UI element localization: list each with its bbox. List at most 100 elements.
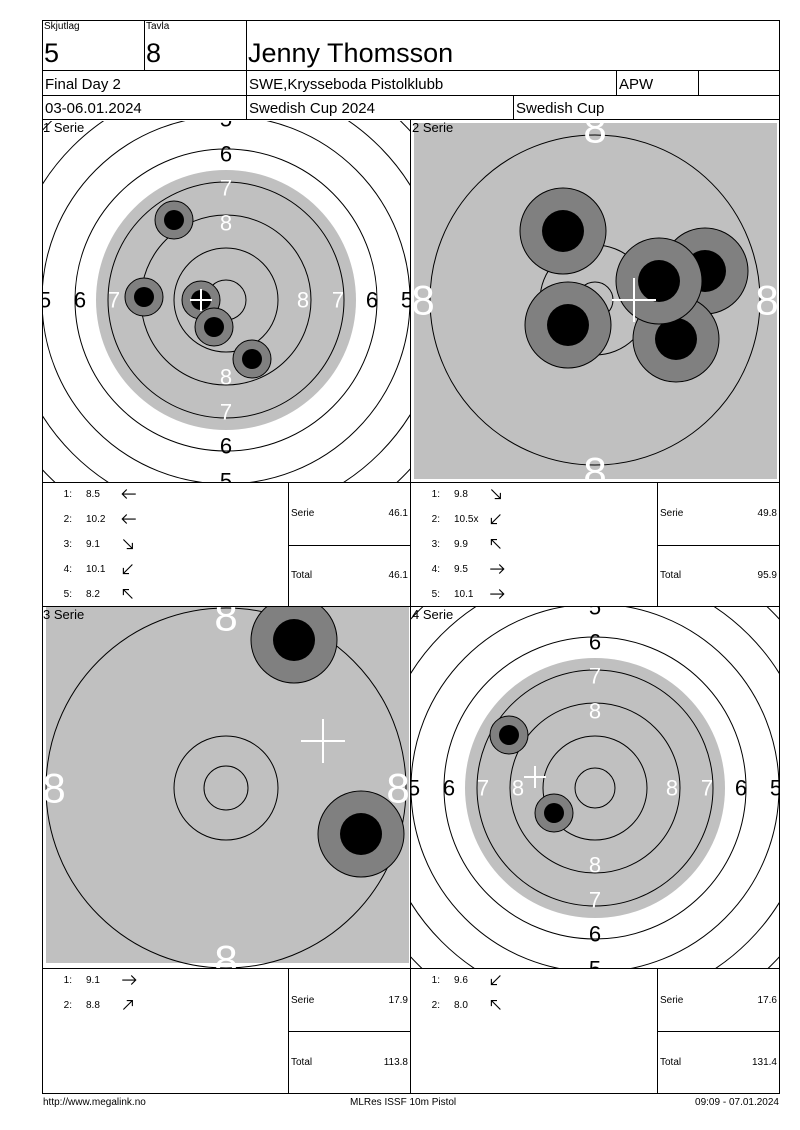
ring-number: 6 bbox=[74, 288, 86, 313]
shot-hole-center bbox=[638, 260, 680, 302]
shot-score: 10.1 bbox=[86, 564, 106, 575]
shot-row: 2: 8.8 bbox=[58, 999, 178, 1014]
shot-score: 9.1 bbox=[86, 539, 100, 550]
ring-number: 8 bbox=[589, 853, 601, 878]
divider bbox=[657, 968, 658, 1093]
divider bbox=[657, 1031, 779, 1032]
ring-number: 8 bbox=[666, 776, 678, 801]
ring-number: 5 bbox=[220, 121, 232, 132]
ring-number: 6 bbox=[589, 922, 601, 947]
shot-score: 8.8 bbox=[86, 1000, 100, 1011]
event-dates: 03-06.01.2024 bbox=[45, 100, 142, 117]
ring-number: 6 bbox=[735, 776, 747, 801]
serie-label: Serie bbox=[660, 995, 684, 1006]
target-ring bbox=[107, 181, 345, 419]
divider bbox=[42, 1093, 780, 1094]
total-score: 113.8 bbox=[383, 1057, 408, 1068]
divider bbox=[513, 95, 514, 120]
target-serie-1: 5555666677778888 bbox=[43, 121, 410, 482]
divider bbox=[144, 20, 145, 70]
total-label: Total bbox=[660, 570, 682, 581]
shot-list-serie-4: 1: 9.6 2:8.0 bbox=[411, 969, 657, 1093]
target-ring bbox=[476, 669, 714, 907]
shot-number: 2: bbox=[63, 514, 72, 525]
shot-score: 8.2 bbox=[86, 589, 100, 600]
ring-number: 5 bbox=[770, 776, 779, 801]
shot-hole-center bbox=[164, 210, 184, 230]
round-name: Final Day 2 bbox=[45, 76, 121, 93]
shot-number: 4: bbox=[431, 564, 440, 575]
divider bbox=[657, 545, 779, 546]
direction-arrow-icon bbox=[490, 514, 501, 525]
shot-row: 2:8.0 bbox=[426, 999, 546, 1014]
target-black-area bbox=[465, 658, 725, 918]
divider bbox=[42, 968, 780, 969]
direction-arrow-icon bbox=[121, 514, 136, 524]
target-black-area bbox=[46, 607, 409, 963]
serie-score: 46.1 bbox=[388, 508, 408, 519]
serie-1-title: 1 Serie bbox=[43, 120, 85, 135]
ring-number: 7 bbox=[108, 288, 120, 313]
squad-value: 5 bbox=[44, 38, 60, 68]
direction-arrow-icon bbox=[490, 589, 505, 599]
shot-score: 9.1 bbox=[86, 975, 100, 986]
divider bbox=[410, 120, 411, 1094]
divider bbox=[657, 482, 658, 606]
target-ring bbox=[45, 607, 407, 968]
shot-score: 9.6 bbox=[454, 975, 468, 986]
ring-number: 8 bbox=[512, 776, 524, 801]
direction-arrow-icon bbox=[122, 999, 133, 1010]
ring-number: 7 bbox=[589, 664, 601, 689]
divider bbox=[42, 70, 780, 71]
target-serie-4: 5555666677778888 bbox=[411, 607, 779, 968]
ring-number: 8 bbox=[214, 607, 237, 640]
direction-arrow-icon bbox=[490, 538, 501, 549]
direction-arrow-icon bbox=[122, 564, 133, 575]
ring-number: 8 bbox=[589, 699, 601, 724]
shot-number: 1: bbox=[431, 975, 440, 986]
divider bbox=[42, 482, 780, 483]
target-ring bbox=[542, 735, 648, 841]
ring-number: 7 bbox=[589, 888, 601, 913]
serie-3-title: 3 Serie bbox=[43, 607, 85, 622]
divider bbox=[42, 606, 780, 607]
ring-number: 7 bbox=[477, 776, 489, 801]
divider bbox=[616, 70, 617, 95]
direction-arrow-icon bbox=[490, 999, 501, 1010]
shot-score: 9.9 bbox=[454, 539, 468, 550]
event-name: Swedish Cup 2024 bbox=[249, 100, 375, 117]
target-ring bbox=[509, 702, 681, 874]
shot-hole-center bbox=[655, 318, 697, 360]
ring-number: 8 bbox=[583, 121, 606, 152]
shot-score: 9.5 bbox=[454, 564, 468, 575]
target-ring bbox=[173, 247, 279, 353]
direction-arrow-icon bbox=[490, 975, 501, 986]
ring-number: 8 bbox=[214, 937, 237, 969]
shot-row: 3:9.1 bbox=[58, 539, 178, 553]
shooter-name: Jenny Thomsson bbox=[248, 38, 454, 68]
shot-hole-center bbox=[499, 725, 519, 745]
shot-hole-center bbox=[544, 803, 564, 823]
serie-score: 17.6 bbox=[757, 995, 777, 1006]
target-ring bbox=[443, 636, 747, 940]
ring-number: 8 bbox=[43, 765, 66, 812]
shot-row: 4:10.1 bbox=[58, 564, 178, 578]
shot-number: 1: bbox=[63, 975, 72, 986]
footer-software: MLRes ISSF 10m Pistol bbox=[350, 1097, 457, 1108]
total-label: Total bbox=[291, 1057, 313, 1068]
shot-hole-center bbox=[340, 813, 382, 855]
ring-number: 7 bbox=[701, 776, 713, 801]
ring-number: 5 bbox=[220, 469, 232, 483]
total-score: 131.4 bbox=[751, 1057, 777, 1068]
shot-score: 10.1 bbox=[454, 589, 474, 600]
ring-number: 6 bbox=[443, 776, 455, 801]
target-ring bbox=[203, 765, 249, 811]
serie-label: Serie bbox=[291, 995, 315, 1006]
shot-number: 2: bbox=[63, 1000, 72, 1011]
serie-2-title: 2 Serie bbox=[412, 120, 454, 135]
shot-number: 2: bbox=[431, 1000, 440, 1011]
shot-row: 1: 9.6 bbox=[426, 975, 546, 989]
ring-number: 5 bbox=[401, 288, 410, 313]
